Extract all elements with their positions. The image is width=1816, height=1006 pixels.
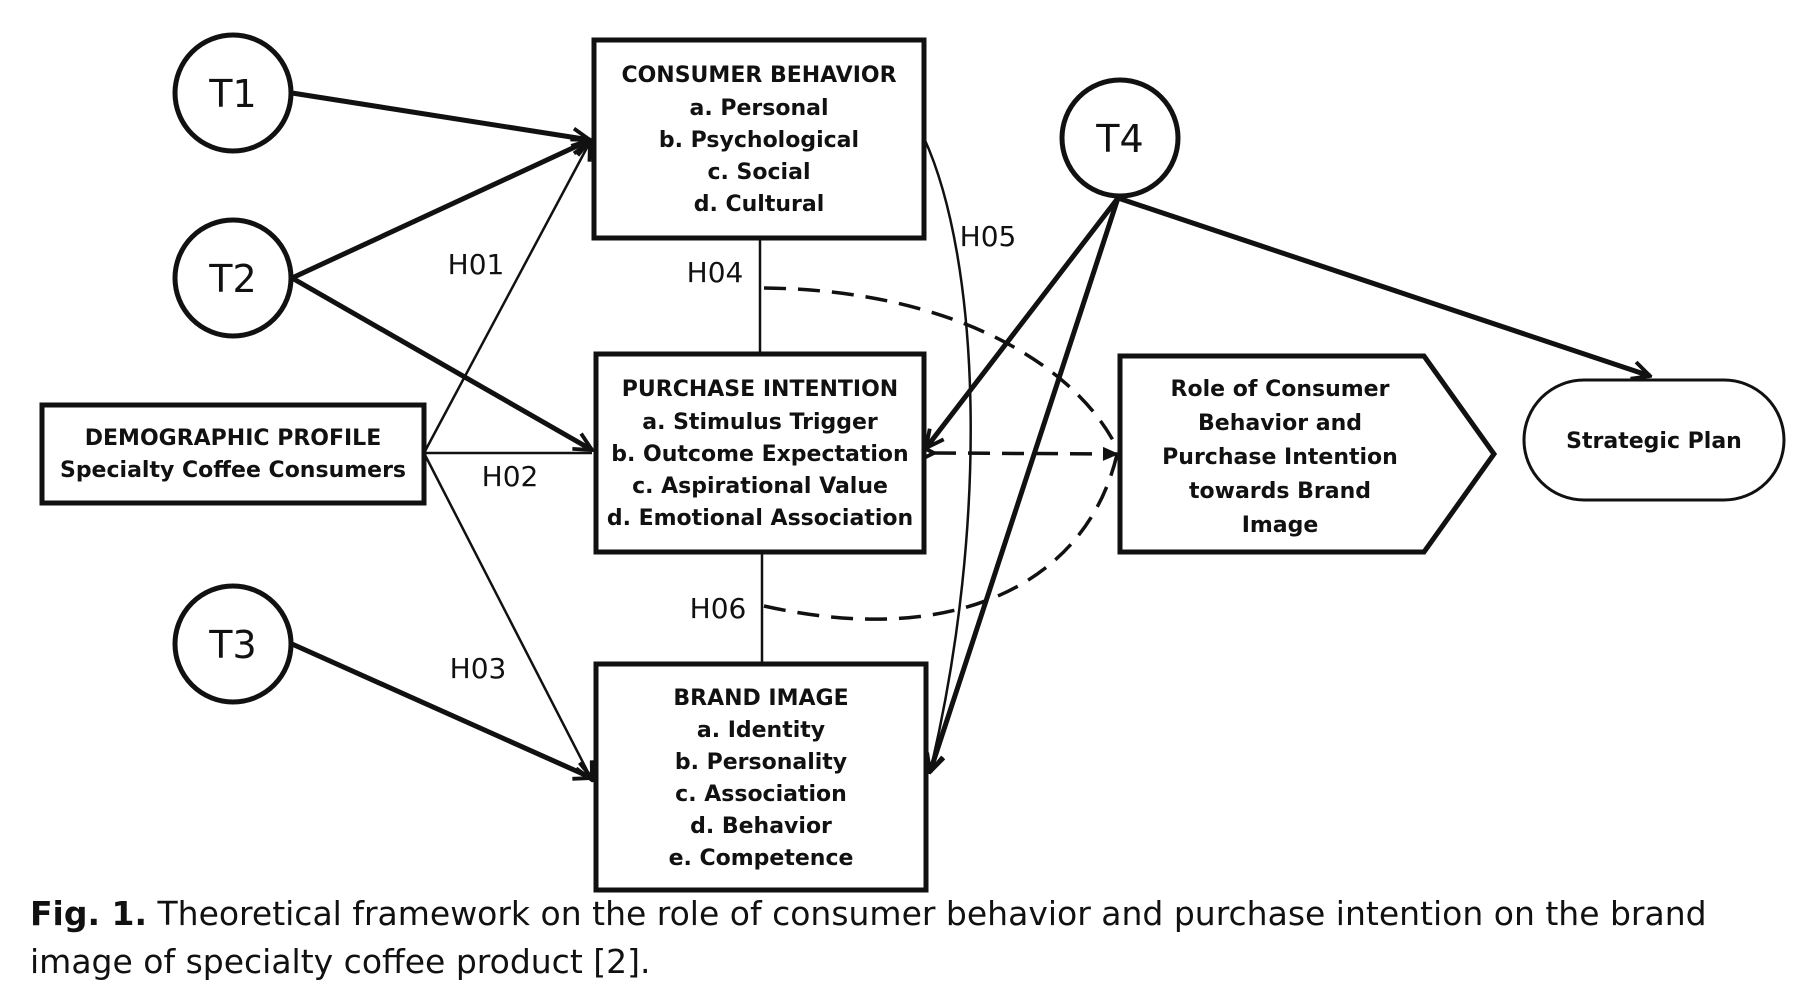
consumer-behavior-item: c. Social [708, 160, 811, 185]
h06-label: H06 [690, 592, 747, 625]
t4-label: T4 [1095, 117, 1143, 161]
brand-image-item: b. Personality [675, 750, 847, 775]
edge-h04-dashed [763, 286, 1120, 451]
role-label-line: Behavior and [1198, 411, 1362, 436]
edge-t3-brand-image [290, 641, 592, 778]
t2-node: T2 [172, 217, 294, 339]
strategic-plan-node: Strategic Plan [1522, 378, 1786, 502]
brand-image-item: a. Identity [697, 718, 825, 743]
brand-image-item: d. Behavior [690, 814, 832, 839]
t3-label: T3 [208, 623, 256, 667]
consumer-behavior-box: CONSUMER BEHAVIOR a. Personal b. Psychol… [591, 37, 927, 241]
brand-image-item: e. Competence [669, 846, 854, 871]
purchase-intention-box: PURCHASE INTENTION a. Stimulus Trigger b… [593, 351, 927, 555]
t1-label: T1 [208, 72, 256, 116]
h01-label: H01 [448, 248, 505, 281]
consumer-behavior-item: a. Personal [689, 96, 828, 121]
edge-pi-role-dashed [934, 453, 1118, 454]
brand-image-title: BRAND IMAGE [673, 686, 848, 711]
consumer-behavior-title: CONSUMER BEHAVIOR [621, 63, 896, 88]
role-label-line: Image [1242, 513, 1319, 538]
consumer-behavior-item: d. Cultural [694, 192, 825, 217]
figure-caption: Fig. 1. Theoretical framework on the rol… [30, 890, 1790, 986]
purchase-intention-item: a. Stimulus Trigger [642, 410, 878, 435]
edge-t4-strategic-plan [1117, 195, 1650, 376]
t1-node: T1 [172, 32, 294, 154]
strategic-plan-label: Strategic Plan [1566, 429, 1742, 454]
purchase-intention-title: PURCHASE INTENTION [622, 377, 898, 402]
edge-t2-purchase-intention [290, 275, 592, 453]
demographic-title: DEMOGRAPHIC PROFILE [85, 426, 381, 451]
demographic-profile-box: DEMOGRAPHIC PROFILE Specialty Coffee Con… [39, 402, 427, 506]
role-label-line: towards Brand [1189, 479, 1371, 504]
demographic-subtitle: Specialty Coffee Consumers [60, 458, 406, 483]
caption-text: Theoretical framework on the role of con… [30, 894, 1707, 981]
edge-h05 [922, 137, 972, 772]
h02-label: H02 [482, 460, 539, 493]
edge-t4-purchase-intention [926, 196, 1120, 448]
edge-h06-dashed [763, 449, 1120, 621]
edge-t1-consumer-behavior [291, 90, 590, 140]
edge-t2-consumer-behavior [290, 140, 590, 281]
t2-label: T2 [208, 257, 256, 301]
purchase-intention-item: b. Outcome Expectation [611, 442, 908, 467]
brand-image-box: BRAND IMAGE a. Identity b. Personality c… [593, 661, 929, 893]
edge-t4-brand-image [930, 197, 1121, 772]
hypothesis-labels: H01 H02 H03 H04 H05 H06 [448, 220, 1017, 685]
t4-node: T4 [1059, 77, 1181, 199]
h04-label: H04 [687, 256, 744, 289]
role-node: Role of Consumer Behavior and Purchase I… [1117, 353, 1498, 555]
role-label-line: Role of Consumer [1171, 377, 1390, 402]
role-label-line: Purchase Intention [1162, 445, 1398, 470]
consumer-behavior-item: b. Psychological [659, 128, 859, 153]
h03-label: H03 [450, 652, 507, 685]
figure-label: Fig. 1. [30, 894, 147, 933]
t3-node: T3 [172, 583, 294, 705]
brand-image-item: c. Association [675, 782, 847, 807]
purchase-intention-item: d. Emotional Association [607, 506, 913, 531]
h05-label: H05 [960, 220, 1017, 253]
edge-h01 [422, 142, 590, 454]
purchase-intention-item: c. Aspirational Value [632, 474, 888, 499]
edge-h03 [422, 452, 592, 780]
connectors [290, 90, 1650, 780]
